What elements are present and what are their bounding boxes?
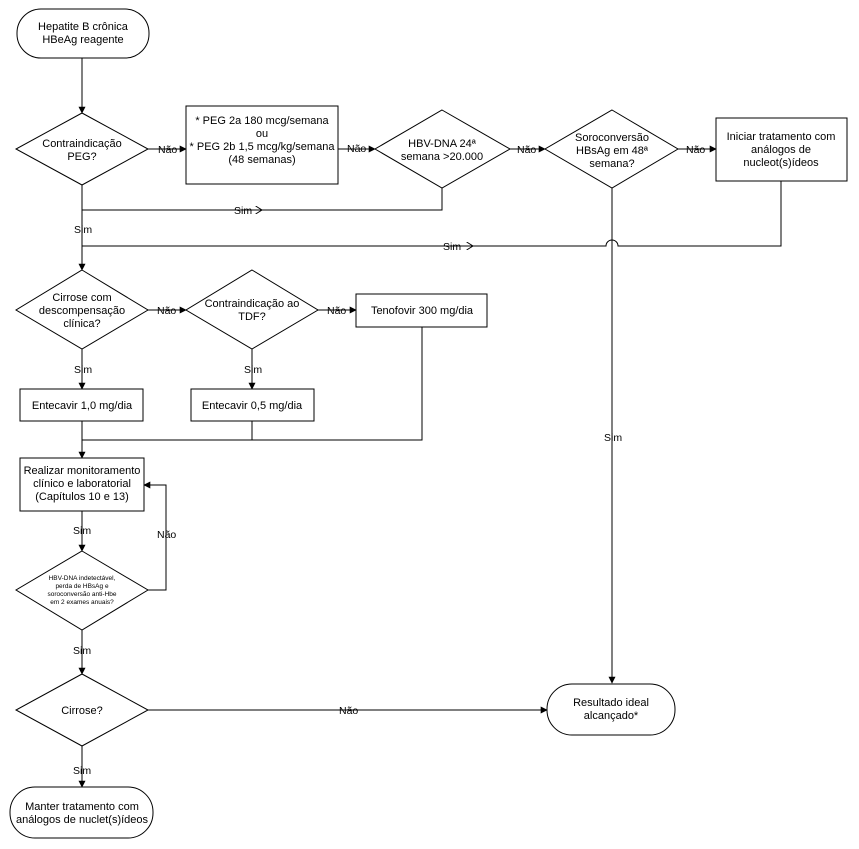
node-entecavir-05: Entecavir 0,5 mg/dia	[190, 388, 315, 422]
node-cirrose: Cirrose?	[14, 673, 150, 747]
label-sim-monitoramento: Sim	[73, 525, 91, 537]
label-nao-hbv-indetect: Não	[157, 529, 176, 541]
edge-hbv-dna-sim-back	[82, 188, 443, 211]
edge-hbv-indetect-nao-loop	[143, 481, 167, 591]
label-nao-cirrose-desc: Não	[157, 305, 176, 317]
edge-labels: Não Não Não Não Sim Sim Sim Não Não Sim …	[73, 143, 705, 777]
svg-text:Cirrose?: Cirrose?	[61, 705, 103, 717]
label-sim-cirrose-desc: Sim	[74, 364, 92, 376]
edge-iniciar-sim-back	[82, 181, 782, 247]
label-sim-iniciar: Sim	[443, 241, 461, 253]
label-sim-hbv-dna: Sim	[234, 205, 252, 217]
svg-text:HBV-DNA indetectável,perda de: HBV-DNA indetectável,perda de HBsAg esor…	[47, 575, 116, 606]
label-sim-soroconversao: Sim	[604, 432, 622, 444]
svg-text:Entecavir 1,0 mg/dia: Entecavir 1,0 mg/dia	[32, 400, 133, 412]
label-sim-cirrose: Sim	[73, 765, 91, 777]
edges	[78, 58, 782, 788]
label-nao-contra-tdf: Não	[327, 305, 346, 317]
label-sim-contra-tdf: Sim	[244, 364, 262, 376]
edge-tenofovir-merge	[82, 327, 423, 441]
svg-text:Entecavir 0,5 mg/dia: Entecavir 0,5 mg/dia	[202, 400, 303, 412]
svg-text:Tenofovir 300 mg/dia: Tenofovir 300 mg/dia	[371, 305, 474, 317]
node-entecavir-1: Entecavir 1,0 mg/dia	[19, 388, 144, 422]
label-nao-cirrose: Não	[339, 705, 358, 717]
label-nao-contra-peg: Não	[158, 144, 177, 156]
label-nao-peg: Não	[347, 143, 366, 155]
label-nao-hbv-dna: Não	[517, 144, 536, 156]
node-tenofovir: Tenofovir 300 mg/dia	[355, 293, 488, 328]
label-sim-hbv-indetect: Sim	[73, 645, 91, 657]
label-sim-contra-peg: Sim	[74, 224, 92, 236]
label-nao-soroconversao: Não	[686, 144, 705, 156]
